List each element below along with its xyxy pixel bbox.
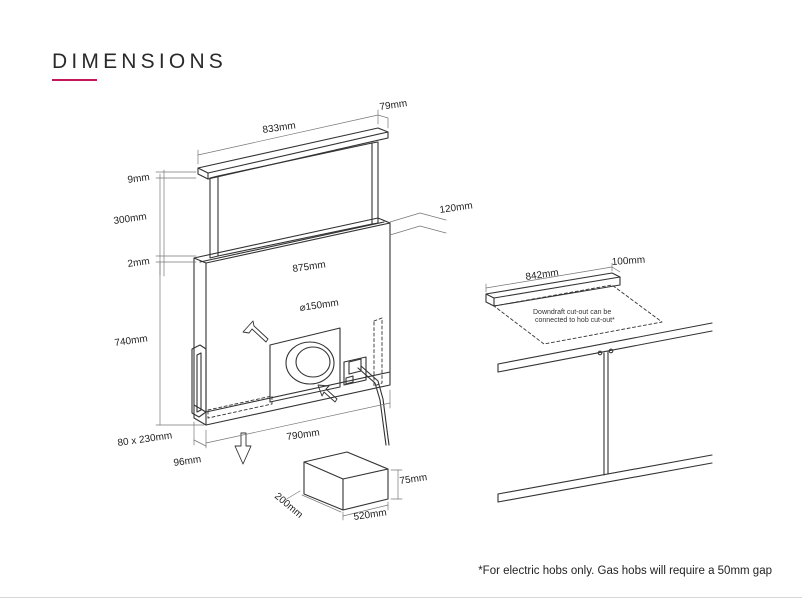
housing-body [191, 217, 391, 426]
label-duct-diameter: ⌀150mm [299, 298, 340, 314]
label-base-width: 790mm [286, 427, 321, 443]
label-frame-lip: 2mm [127, 256, 151, 270]
duct-outlet [269, 327, 341, 403]
hob-cutout-outline [493, 284, 663, 345]
label-motor-height: 75mm [399, 472, 428, 487]
label-base-depth: 96mm [173, 454, 202, 469]
label-cutout-depth: 100mm [611, 255, 645, 268]
title-underline [52, 79, 97, 81]
label-top-thickness: 9mm [127, 172, 151, 186]
bottom-divider [0, 597, 802, 598]
page-title: DIMENSIONS [52, 50, 228, 73]
worktop [485, 272, 713, 503]
cutout-note-line-1: Downdraft cut-out can be [533, 309, 611, 316]
label-side-depth: 120mm [439, 200, 474, 216]
cutout-note-line-2: connected to hob cut-out* [535, 317, 615, 324]
footnote: *For electric hobs only. Gas hobs will r… [478, 565, 772, 577]
label-motor-depth: 200mm [272, 491, 305, 521]
label-top-depth: 79mm [379, 98, 408, 113]
motor-box [303, 451, 389, 511]
label-body-height: 740mm [114, 333, 149, 349]
label-top-width: 833mm [262, 120, 297, 136]
label-body-width: 875mm [292, 259, 327, 275]
label-side-vent: 80 x 230mm [117, 430, 173, 449]
label-cutout-width: 842mm [525, 267, 560, 283]
top-cap [197, 127, 389, 180]
label-lift-height: 300mm [113, 211, 148, 227]
airflow-arrow-icon [234, 320, 338, 465]
label-motor-width: 520mm [353, 507, 388, 523]
connection-box [343, 356, 390, 446]
